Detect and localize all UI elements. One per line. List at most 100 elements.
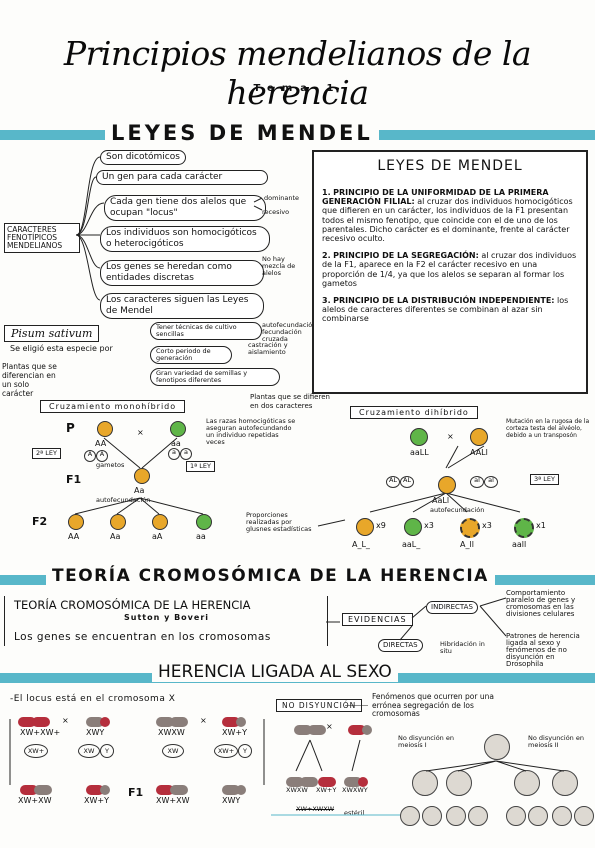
gametes-label: gametos [96,461,125,469]
races-note: Las razas homocigóticas se aseguran auto… [206,417,296,446]
laws-heading: LEYES DE MENDEL [377,158,523,174]
law-1-title: PRINCIPIO DE LA UNIFORMIDAD DE LA PRIMER… [322,188,549,207]
pea-green-aa [170,421,186,437]
indirectas-note: Comportamiento paralelo de genes y cromo… [506,589,576,618]
di-count-1: x9 [376,521,386,530]
di-parent-1: aaLL [410,448,429,457]
law-2-title: PRINCIPIO DE LA SEGREGACIÓN: [333,251,479,261]
nd-note: Fenómenos que ocurren por una errónea se… [372,692,494,718]
law-1-num: 1. [322,188,331,197]
sex-connectors [9,705,565,816]
mono-autof: autofecundación [96,496,151,504]
teoria-authors: Sutton y Boveri [124,613,210,622]
chrom-nd-3 [286,772,318,791]
law-2-text: al cruzar dos individuos de la F1, apare… [322,251,577,288]
plants-note-di: Plantas que se difieren en dos caractere… [250,393,330,410]
plants-note-mono: Plantas que se diferencian en un solo ca… [2,362,57,398]
geno-top-2: XWY [86,728,105,737]
law1-tag: 1ª LEY [186,461,215,472]
cell-g1 [400,806,420,826]
pea-f2-1 [68,514,84,530]
cell-g7 [552,806,572,826]
no-disyuncion-box: NO DISYUNCIÓN [276,699,363,712]
cell-g5 [506,806,526,826]
note-mezcla: No hay mezcla de alelos [262,255,296,277]
geno-bot-4: XWY [222,796,241,805]
parent-aa: aa [171,439,181,448]
nd-geno-1: XWXW [286,786,308,794]
teoria-box [4,596,328,646]
law-3-text: los alelos de caracteres diferentes se c… [322,296,569,324]
prop-note: Proporciones realizadas por glusnes esta… [246,511,312,533]
nd-geno-2: XW+Y [316,786,337,794]
reason-note-2: castración y aislamiento [248,341,288,356]
gam-5: XW+ [214,744,238,758]
law-2: 2. PRINCIPIO DE LA SEGREGACIÓN: al cruza… [322,251,578,288]
nd-esteril: estéril [344,809,365,817]
pea-di-f2-2 [404,518,422,536]
mono-F1: F1 [66,473,82,486]
chrom-f1-1 [20,780,52,799]
cell-g4 [468,806,488,826]
pill-dicotomicos: Son dicotómicos [100,150,186,165]
nd-geno-3: XWXWY [342,786,368,794]
f2-aA: aA [152,532,163,541]
pea-f2-2 [110,514,126,530]
di-autof: autofecundación [430,506,485,514]
law-3: 3. PRINCIPIO DE LA DISTRIBUCIÓN INDEPEND… [322,296,578,324]
pill-leyes: Los caracteres siguen las Leyes de Mende… [100,293,264,319]
chrom-nd-4 [318,772,336,791]
nd-meiosis-1: No disyunción en meiosis I [398,734,454,749]
pisum-box: Pisum sativum [4,325,100,342]
law-3-title: PRINCIPIO DE LA DISTRIBUCIÓN INDEPENDIEN… [333,296,555,306]
gamete-a1: a [168,448,180,460]
di-gamete-2: AL [400,476,414,488]
cell-g8 [574,806,594,826]
pill-dos-alelos: Cada gen tiene dos alelos que ocupan "lo… [104,195,266,221]
di-parent-2: AALl [470,448,488,457]
chrom-pair-4 [222,712,246,731]
cell-m2-a [514,770,540,796]
chrom-pair-1 [18,712,50,731]
law-3-num: 3. [322,296,331,306]
chrom-nd-5 [344,772,368,791]
pisum-note: Se eligió esta especie por [10,344,113,353]
chrom-nd-1 [294,720,326,739]
gam-6: Y [238,744,252,758]
section-heading-leyes: LEYES DE MENDEL [105,121,379,145]
page-subtitle: Tema 1 [253,83,342,94]
law2-tag: 2ª LEY [32,448,61,459]
laws-box: LEYES DE MENDEL 1. PRINCIPIO DE LA UNIFO… [312,150,588,394]
nd-meiosis-2: No disyunción en meiosis II [528,734,584,749]
pea-di-f2-4 [514,518,534,538]
cell-g6 [528,806,548,826]
geno-top-1: XW+XW+ [20,728,61,737]
di-gamete-4: al [484,476,498,488]
pea-di-f2-3 [460,518,480,538]
gamete-A1: A [84,450,96,462]
cross-x-s1: × [62,716,69,725]
pea-di-f2-1 [356,518,374,536]
teoria-statement: Los genes se encuentran en los cromosoma… [14,631,271,643]
di-geno-1: A_L_ [352,540,370,549]
chrom-nd-2 [348,720,372,739]
pill-un-gen: Un gen para cada carácter [96,170,268,185]
di-f1: AaLl [432,496,450,505]
cross-connectors [74,437,521,527]
di-count-4: x1 [536,521,546,530]
patrones-note: Patrones de herencia ligada al sexo y fe… [506,632,580,668]
pea-f1 [134,468,150,484]
f2-aa: aa [196,532,206,541]
mutation-note: Mutación en la rugosa de la corteza test… [506,418,590,439]
reason-cultivo: Tener técnicas de cultivo sencillas [150,322,262,340]
section-heading-teoria: TEORÍA CROMOSÓMICA DE LA HERENCIA [46,566,495,586]
parent-AA: AA [95,439,107,448]
pea-f2-4 [196,514,212,530]
cross-x-s2: × [200,716,207,725]
law-1: 1. PRINCIPIO DE LA UNIFORMIDAD DE LA PRI… [322,188,578,243]
pea-yellow-AAll [470,428,488,446]
cell-g2 [422,806,442,826]
law-2-num: 2. [322,251,331,261]
mono-F2: F2 [32,515,48,528]
locus-note: -El locus está en el cromosoma X [10,694,176,704]
